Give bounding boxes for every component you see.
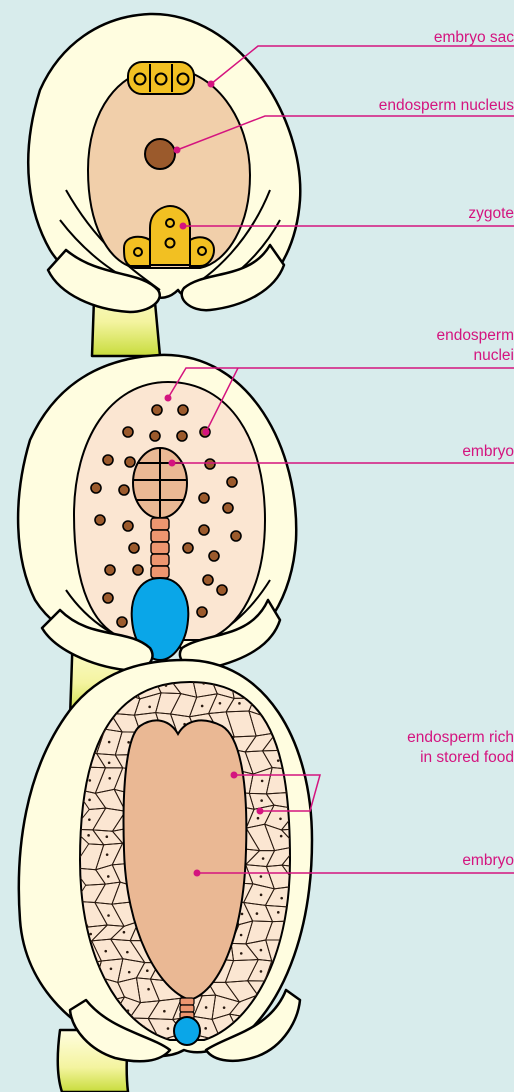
svg-text:embryo: embryo bbox=[462, 852, 514, 869]
stage-3-seed: endosperm rich in stored food embryo bbox=[19, 660, 514, 1092]
svg-text:endosperm rich: endosperm rich bbox=[407, 729, 514, 746]
svg-text:in stored food: in stored food bbox=[420, 749, 514, 766]
stage-2-ovule: endosperm nuclei embryo bbox=[18, 327, 514, 718]
svg-text:nuclei: nuclei bbox=[474, 347, 514, 364]
stage-1-ovule: embryo sac endosperm nucleus zygote bbox=[28, 14, 514, 356]
stage-2-suspensor bbox=[151, 518, 169, 578]
svg-text:endosperm: endosperm bbox=[436, 327, 514, 344]
stage-3-suspensor bbox=[180, 998, 194, 1019]
svg-text:embryo sac: embryo sac bbox=[434, 29, 514, 46]
svg-text:embryo: embryo bbox=[462, 443, 514, 460]
svg-text:zygote: zygote bbox=[468, 205, 514, 222]
stage-1-endosperm-nucleus bbox=[145, 139, 175, 169]
stage-1-top-cells bbox=[128, 62, 194, 94]
svg-text:endosperm nucleus: endosperm nucleus bbox=[379, 97, 514, 114]
stage-3-basal-cell bbox=[174, 1017, 200, 1045]
stage-2-embryo bbox=[133, 448, 187, 518]
